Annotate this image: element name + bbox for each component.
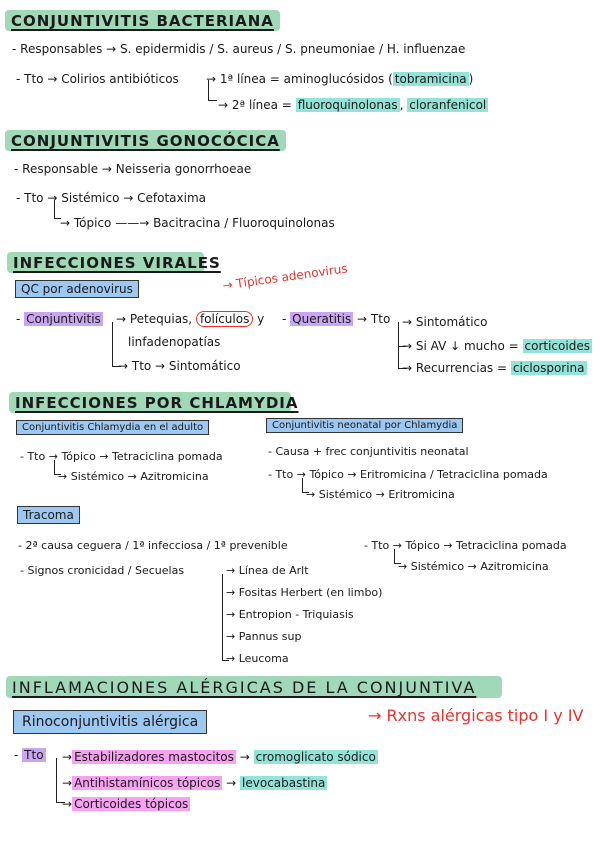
alergicas-tto-row: - Tto: [14, 748, 46, 762]
bacteriana-linea2: → 2ª línea = fluoroquinolonas, cloranfen…: [218, 98, 489, 112]
highlight-tobramicina: tobramicina: [392, 72, 469, 86]
signo-entropion: → Entropion - Triquiasis: [226, 608, 354, 621]
quer-recurrencias: → Recurrencias = ciclosporina: [402, 361, 587, 375]
neonatal-sistemico: → Sistémico → Eritromicina: [306, 488, 455, 501]
petequias-text: → Petequias,: [116, 312, 193, 326]
highlight-cromoglicato: cromoglicato sódico: [253, 750, 378, 764]
tracoma-tto-topico: - Tto → Tópico → Tetraciclina pomada: [364, 539, 567, 552]
quer-si-av: → Si AV ↓ mucho = corticoides: [402, 339, 592, 353]
bracket: [56, 758, 65, 803]
signo-herbert: → Fositas Herbert (en limbo): [226, 586, 383, 599]
adulto-sistemico: → Sistémico → Azitromicina: [58, 470, 209, 483]
gonococica-responsable: - Responsable → Neisseria gonorrhoeae: [14, 162, 252, 176]
bracket: [54, 200, 61, 219]
alergicas-item: →Estabilizadores mastocitos → cromoglica…: [62, 750, 378, 764]
highlight-corticoides: corticoides: [522, 339, 592, 353]
gonococica-topico: → Tópico ——→ Bacitracina / Fluoroquinolo…: [60, 216, 335, 230]
highlight-corticoides-topicos: Corticoides tópicos: [72, 797, 191, 811]
linea2-text: → 2ª línea =: [218, 98, 292, 112]
alergicas-item: →Corticoides tópicos: [62, 797, 191, 811]
box-qc-adenovirus: QC por adenovirus: [15, 280, 139, 298]
tracoma-causa: - 2ª causa ceguera / 1ª infecciosa / 1ª …: [18, 539, 288, 552]
highlight-antihistaminicos: Antihistamínicos tópicos: [72, 776, 223, 790]
annotation-tipicos-adenovirus: → Típicos adenovirus: [221, 261, 349, 293]
bacteriana-linea1: → 1ª línea = aminoglucósidos (tobramicin…: [206, 72, 473, 86]
signo-arlt: → Línea de Arlt: [226, 564, 309, 577]
conj-tto: → Tto → Sintomático: [118, 359, 241, 373]
y-text: y: [257, 312, 265, 326]
highlight-ciclosporina: ciclosporina: [510, 361, 587, 375]
recurrencias-text: → Recurrencias =: [402, 361, 508, 375]
adulto-topico: - Tto → Tópico → Tetraciclina pomada: [20, 450, 223, 463]
signo-pannus: → Pannus sup: [226, 630, 302, 643]
highlight-queratitis: Queratitis: [290, 312, 354, 326]
highlight-cloranfenicol: cloranfenicol: [407, 98, 489, 112]
box-tracoma: Tracoma: [17, 506, 80, 524]
alergicas-item: →Antihistamínicos tópicos → levocabastin…: [62, 776, 328, 790]
arrow: →: [226, 776, 237, 790]
tracoma-tto-sistemico: → Sistémico → Azitromicina: [398, 560, 549, 573]
bacteriana-tto: - Tto → Colirios antibióticos: [16, 72, 179, 86]
linea2-sep: ,: [399, 98, 404, 112]
heading-infecciones-chlamydia: INFECCIONES POR CHLAMYDIA: [9, 392, 297, 413]
queratitis-tto: → Tto: [357, 312, 391, 326]
gonococica-tto: - Tto → Sistémico → Cefotaxima: [16, 191, 207, 205]
bracket: [302, 478, 309, 493]
heading-conjuntivitis-bacteriana: CONJUNTIVITIS BACTERIANA: [5, 10, 280, 31]
bracket: [54, 460, 61, 475]
quer-sintomatico: → Sintomático: [402, 315, 488, 329]
arrow: →: [239, 750, 250, 764]
highlight-tto: Tto: [22, 748, 46, 762]
highlight-fluoroquinolonas: fluoroquinolonas: [295, 98, 400, 112]
conj-petequias: → Petequias, folículos y: [116, 311, 265, 327]
box-rinoconjuntivitis: Rinoconjuntivitis alérgica: [13, 710, 208, 734]
bracket: [398, 322, 407, 369]
si-av-text: → Si AV ↓ mucho =: [402, 339, 519, 353]
highlight-estabilizadores: Estabilizadores mastocitos: [72, 750, 236, 764]
bracket: [112, 322, 121, 367]
bracket: [222, 574, 229, 661]
heading-inflamaciones-alergicas: INFLAMACIONES ALÉRGICAS DE LA CONJUNTIVA: [6, 676, 502, 698]
highlight-conjuntivitis: Conjuntivitis: [24, 312, 103, 326]
heading-conjuntivitis-gonococica: CONJUNTIVITIS GONOCÓCICA: [5, 130, 286, 151]
box-chlamydia-neonatal: Conjuntivitis neonatal por Chlamydia: [266, 418, 464, 433]
bracket: [208, 80, 217, 101]
linea1-text: → 1ª línea = aminoglucósidos (: [206, 72, 393, 86]
highlight-levocabastina: levocabastina: [240, 776, 328, 790]
tracoma-signos: - Signos cronicidad / Secuelas: [20, 564, 185, 577]
neonatal-topico: - Tto → Tópico → Eritromicina / Tetracic…: [268, 468, 548, 481]
annotation-rxns-alergicas: → Rxns alérgicas tipo I y IV: [368, 706, 584, 725]
conj-linfadenopatias: linfadenopatías: [128, 335, 221, 349]
bacteriana-responsables: - Responsables → S. epidermidis / S. aur…: [12, 42, 466, 56]
bracket-mid: [398, 322, 406, 347]
linea1-suffix: ): [468, 72, 474, 86]
bracket: [394, 549, 401, 564]
heading-infecciones-virales: INFECCIONES VIRALES: [7, 252, 220, 273]
queratitis-row: - Queratitis → Tto: [282, 312, 391, 326]
conjuntivitis-row: - Conjuntivitis: [16, 312, 103, 326]
box-chlamydia-adulto: Conjuntivitis Chlamydia en el adulto: [16, 420, 210, 435]
circled-foliculos: folículos: [195, 311, 254, 327]
signo-leucoma: → Leucoma: [226, 652, 289, 665]
neonatal-causa: - Causa + frec conjuntivitis neonatal: [268, 445, 469, 458]
